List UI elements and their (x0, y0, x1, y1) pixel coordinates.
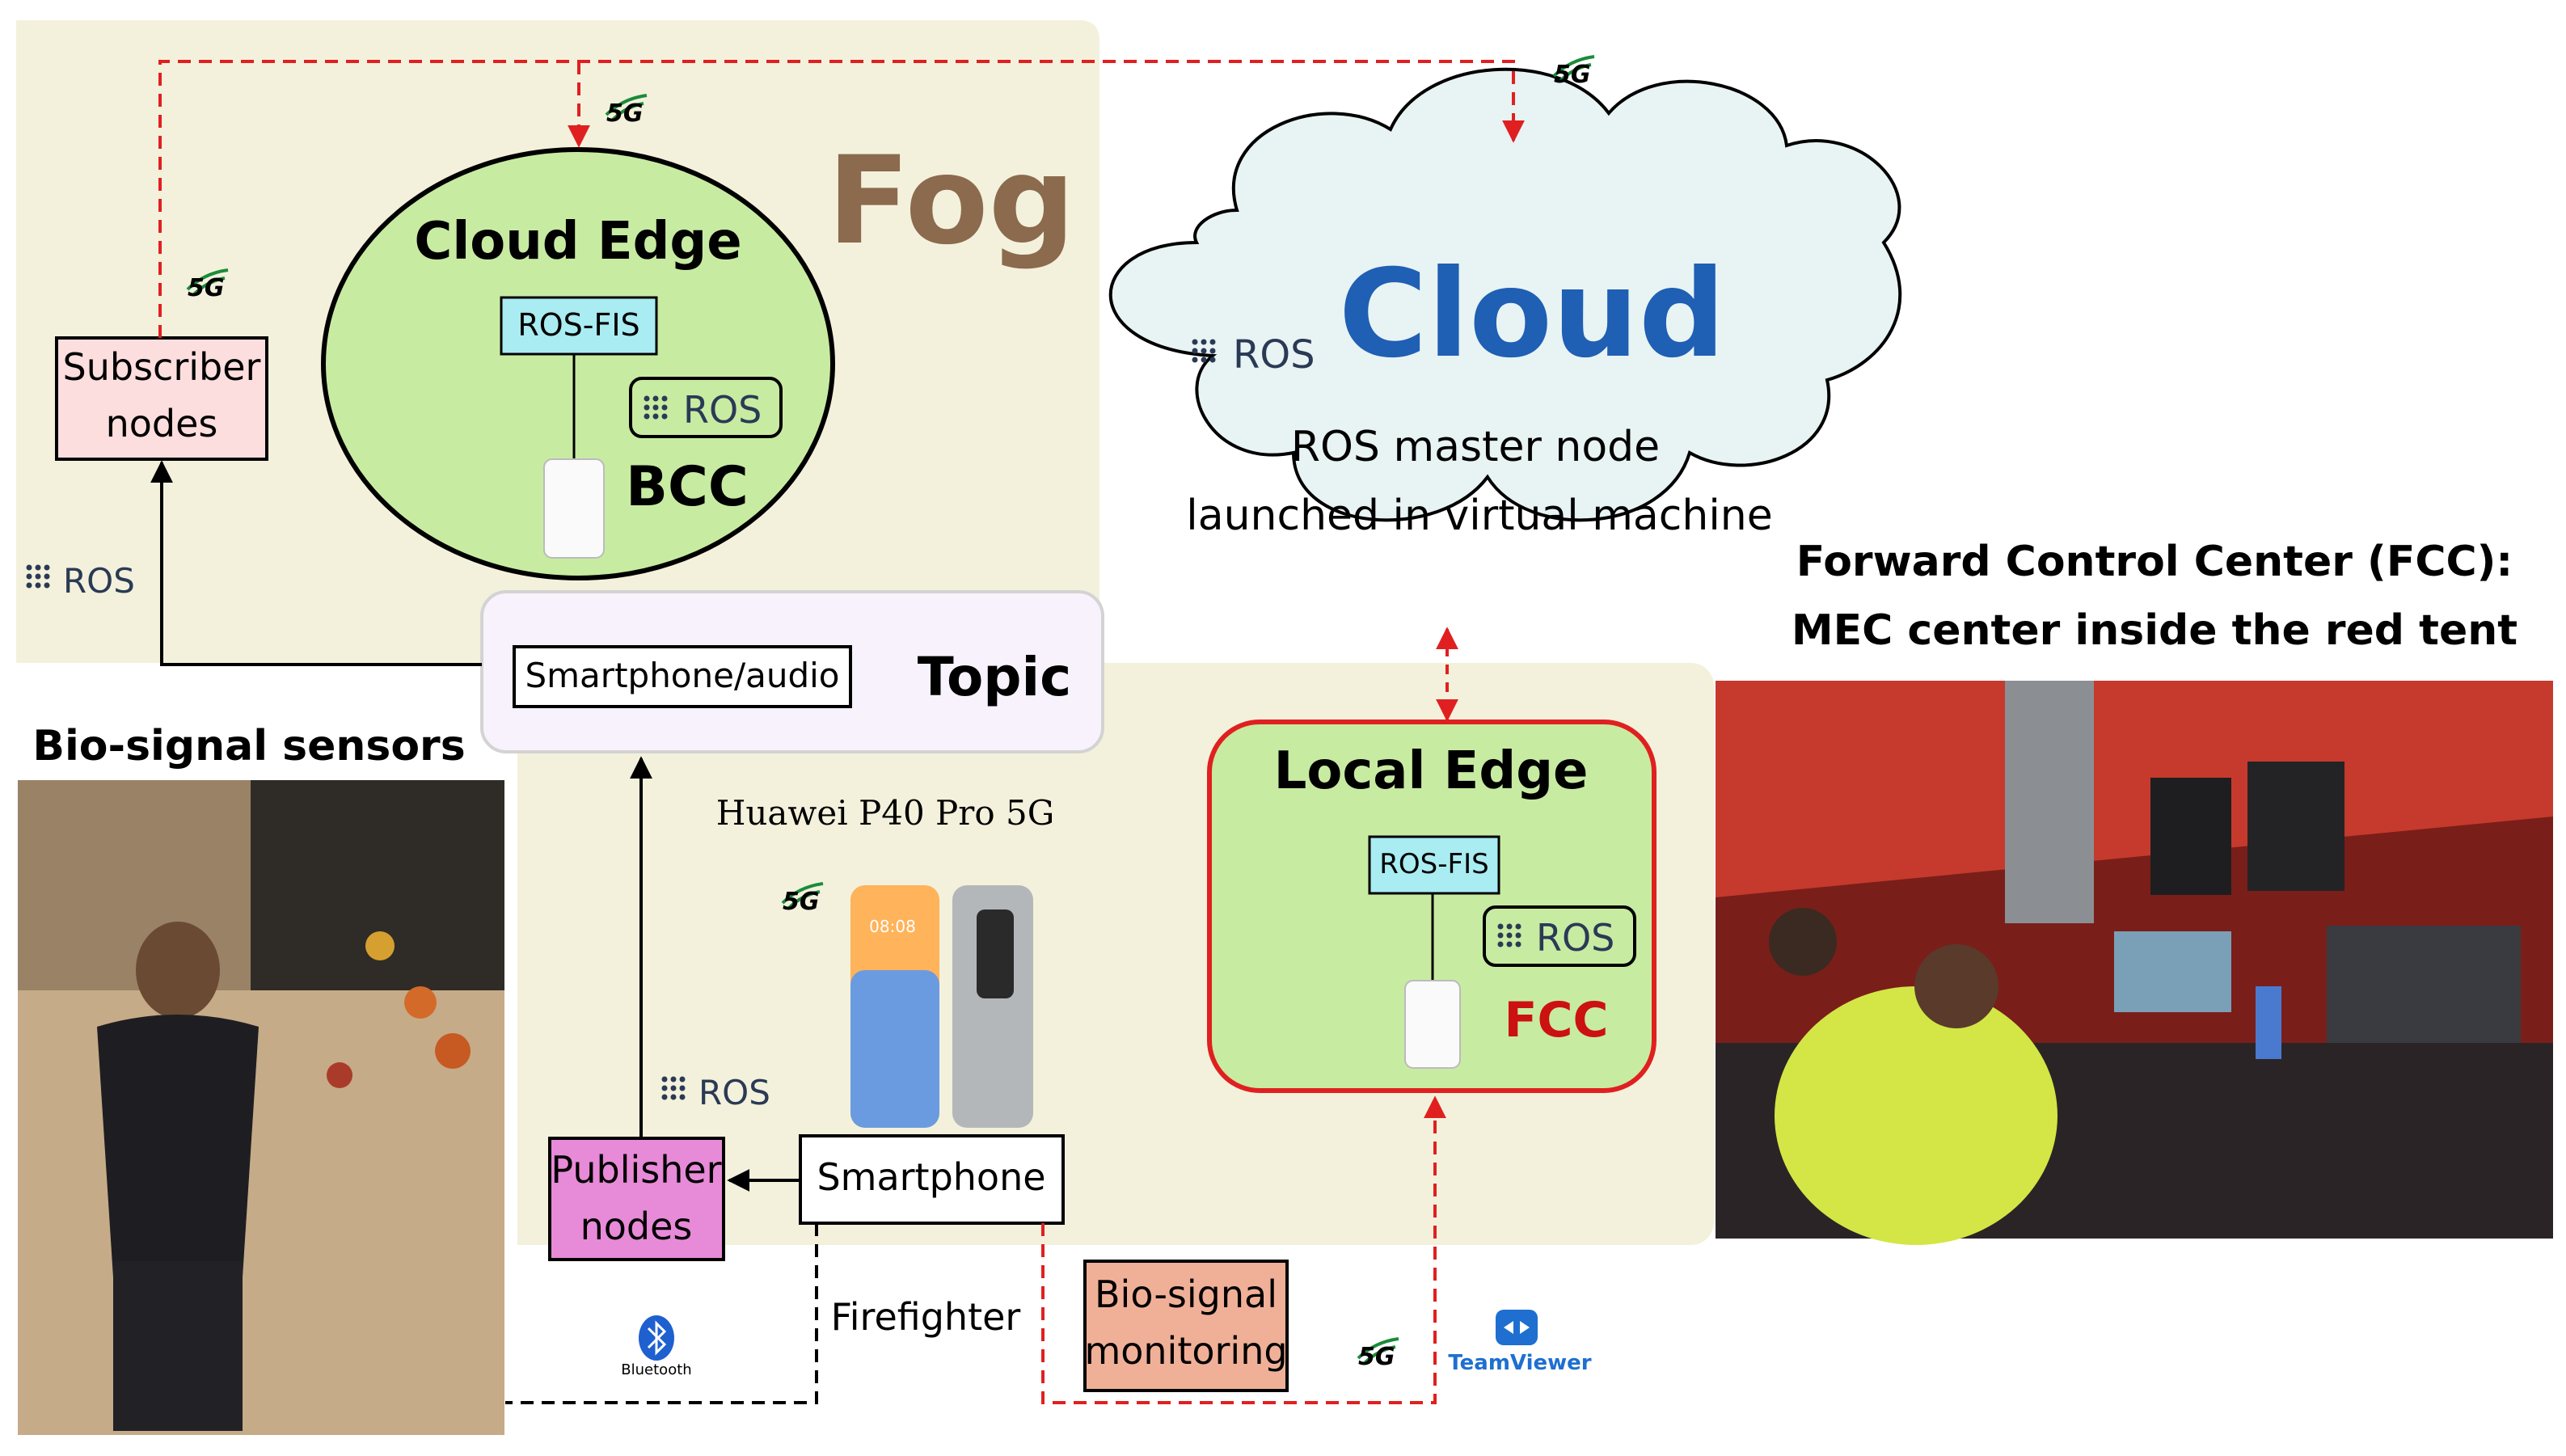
svg-text:5G: 5G (783, 888, 820, 916)
subscriber-label-1: Subscriber (63, 345, 261, 389)
phone-image: 08:08 (850, 885, 1033, 1128)
subscriber-nodes: Subscriber nodes (55, 336, 268, 461)
local-edge-rosfis-label: ROS-FIS (1379, 848, 1488, 880)
bcc-label: BCC (626, 455, 749, 519)
local-edge: Local Edge ROS-FIS ROS FCC (1207, 720, 1657, 1093)
router-device-icon (543, 458, 605, 559)
smartphone-label: Smartphone (817, 1155, 1045, 1199)
local-edge-title: Local Edge (1274, 741, 1589, 801)
ros-badge-text: ROS (683, 388, 762, 432)
bio-sensors-title: Bio-signal sensors (32, 722, 465, 770)
phone-screen-time: 08:08 (869, 917, 916, 936)
svg-text:ROS: ROS (1233, 332, 1315, 378)
router-device-icon (1404, 980, 1461, 1069)
svg-text:TeamViewer: TeamViewer (1448, 1351, 1591, 1375)
ros-logo-publisher: ROS (661, 1073, 770, 1112)
biosignal-monitoring: Bio-signal monitoring (1083, 1260, 1289, 1392)
cloud-edge-rosfis-label: ROS-FIS (517, 307, 639, 343)
topic-item-box (513, 645, 852, 708)
topic-item-label: Smartphone/audio (525, 656, 839, 695)
5g-icon: 5G (781, 882, 824, 916)
5g-icon: 5G (605, 94, 648, 128)
publisher-label-1: Publisher (551, 1148, 721, 1192)
firefighter-label: Firefighter (831, 1295, 1021, 1339)
cloud-label: Cloud (1339, 244, 1726, 385)
ros-badge-local-edge (1483, 905, 1636, 967)
svg-text:5G: 5G (1554, 61, 1591, 89)
teamviewer-icon: TeamViewer (1448, 1310, 1592, 1375)
svg-text:5G: 5G (606, 99, 644, 128)
publisher-nodes: Publisher nodes (548, 1137, 725, 1261)
5g-icon: 5G (186, 268, 229, 302)
biosignal-label-1: Bio-signal (1095, 1272, 1277, 1316)
5g-link-subscriber-cloud (158, 60, 1525, 338)
fcc-title-line2: MEC center inside the red tent (1792, 606, 2517, 655)
5g-icon: 5G (1552, 55, 1595, 89)
cloud-edge: Cloud Edge ROS-FIS ROS BCC (321, 147, 835, 580)
publisher-label-2: nodes (580, 1205, 693, 1248)
bluetooth-icon: Bluetooth (621, 1315, 692, 1378)
svg-text:ROS: ROS (698, 1073, 770, 1112)
firefighter-photo (18, 780, 504, 1435)
topic-box: Smartphone/audio Topic (480, 590, 1104, 753)
ros-badge-text: ROS (1536, 916, 1614, 960)
biosignal-label-2: monitoring (1084, 1329, 1287, 1373)
smartphone-node: Smartphone (799, 1134, 1065, 1225)
ros-badge-cloud-edge (629, 377, 783, 438)
svg-text:ROS: ROS (63, 561, 135, 601)
svg-text:5G: 5G (1358, 1343, 1395, 1371)
svg-text:5G: 5G (188, 274, 225, 302)
fcc-title-line1: Forward Control Center (FCC): (1796, 538, 2513, 586)
ros-logo-cloud: ROS (1192, 332, 1315, 378)
cloud-shape (1108, 67, 1902, 522)
local-edge-rosfis-box (1368, 835, 1500, 895)
fcc-tent-photo (1716, 681, 2553, 1245)
cloud-edge-rosfis-box (500, 296, 658, 356)
topic-label: Topic (918, 646, 1072, 708)
phone-model-label: Huawei P40 Pro 5G (716, 793, 1055, 833)
cloud-desc-line1: ROS master node (1291, 423, 1660, 471)
subscriber-label-2: nodes (106, 402, 218, 445)
svg-text:Bluetooth: Bluetooth (621, 1361, 691, 1378)
cloud-edge-title: Cloud Edge (414, 212, 741, 272)
5g-icon: 5G (1357, 1337, 1399, 1371)
fog-label: Fog (827, 131, 1075, 272)
fcc-label: FCC (1504, 992, 1608, 1049)
arrow-topic-to-subscriber (150, 460, 482, 666)
ros-logo-subscriber: ROS (26, 561, 135, 601)
bluetooth-link (505, 1223, 818, 1404)
cloud-desc-line2: launched in virtual machine (1186, 492, 1773, 540)
5g-link-smartphone-local-edge (1041, 1095, 1446, 1404)
